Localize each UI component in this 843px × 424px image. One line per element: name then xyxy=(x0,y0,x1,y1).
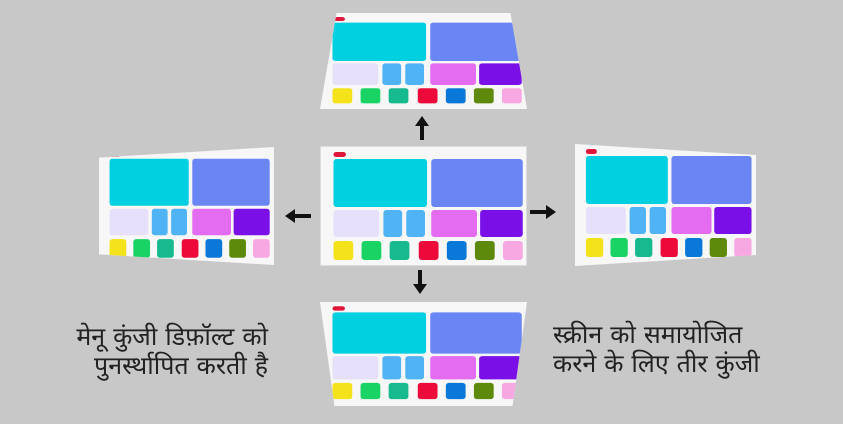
key-pink xyxy=(502,382,522,400)
key-olive xyxy=(229,239,246,258)
key-green xyxy=(133,239,151,258)
tile-pink xyxy=(430,356,476,380)
indicator-light xyxy=(332,17,345,21)
key-red xyxy=(181,239,199,258)
key-red xyxy=(418,241,439,260)
key-blue xyxy=(205,239,223,258)
indicator-light xyxy=(332,306,345,311)
arrow-right-icon xyxy=(530,205,556,219)
tile-sky-1 xyxy=(383,210,403,237)
tile-violet xyxy=(479,356,522,380)
tile-sky-2 xyxy=(405,356,424,380)
key-green xyxy=(360,88,381,104)
key-teal xyxy=(388,382,409,400)
tile-pink xyxy=(431,210,477,237)
tile-large-blue xyxy=(430,312,522,354)
key-red xyxy=(417,382,438,400)
indicator-light xyxy=(585,149,597,154)
tile-large-blue xyxy=(192,158,270,206)
tile-pink xyxy=(192,208,231,236)
key-blue xyxy=(446,241,467,260)
screen-tilt-right xyxy=(575,144,756,266)
screen-default xyxy=(320,146,527,266)
key-blue xyxy=(445,88,466,104)
tile-sky-1 xyxy=(382,63,402,85)
tile-sky-2 xyxy=(649,207,666,234)
tile-sky-1 xyxy=(382,356,402,380)
screen-content xyxy=(320,302,524,403)
key-teal xyxy=(388,88,409,104)
tile-sky-2 xyxy=(406,210,425,237)
tile-lavender xyxy=(332,356,379,380)
tile-large-cyan xyxy=(585,156,668,204)
caption-arrow-keys-line1: स्क्रीन को समायोजित xyxy=(553,320,743,349)
key-teal xyxy=(389,241,410,260)
tile-violet xyxy=(479,63,522,85)
key-olive xyxy=(473,382,494,400)
arrow-left-icon xyxy=(285,209,311,223)
tile-pink xyxy=(671,207,712,234)
tile-lavender xyxy=(332,63,379,85)
caption-arrow-keys: स्क्रीन को समायोजित करने के लिए तीर कुंज… xyxy=(553,320,793,378)
tile-large-blue xyxy=(431,159,523,207)
key-red xyxy=(417,88,438,104)
screen-tilt-left xyxy=(99,147,274,265)
tile-sky-2 xyxy=(171,208,187,236)
key-blue xyxy=(445,382,466,400)
key-blue xyxy=(685,238,703,257)
caption-arrow-keys-line2: करने के लिए तीर कुंजी xyxy=(553,349,760,378)
key-pink xyxy=(503,241,523,260)
key-yellow xyxy=(333,241,354,260)
key-green xyxy=(360,382,381,400)
tile-sky-2 xyxy=(405,63,424,85)
tile-violet xyxy=(714,207,752,234)
key-yellow xyxy=(332,88,353,104)
key-red xyxy=(660,238,678,257)
tile-lavender xyxy=(333,210,380,237)
caption-menu-key-line1: मेनू कुंजी डिफ़ॉल्ट को xyxy=(76,322,268,351)
tile-pink xyxy=(430,63,476,85)
key-yellow xyxy=(332,382,353,400)
tile-large-cyan xyxy=(333,159,428,207)
indicator-light xyxy=(333,152,346,157)
tile-lavender xyxy=(109,208,149,236)
tile-violet xyxy=(233,208,270,236)
key-olive xyxy=(473,88,494,104)
screen-content xyxy=(320,13,524,107)
key-green xyxy=(361,241,382,260)
key-green xyxy=(610,238,628,257)
key-yellow xyxy=(585,238,604,257)
key-olive xyxy=(709,238,727,257)
tile-lavender xyxy=(585,207,626,234)
caption-menu-key-line2: पुनर्स्थापित करती है xyxy=(94,351,268,380)
screen-tilt-down xyxy=(320,302,527,406)
tile-violet xyxy=(480,210,523,237)
arrow-up-icon xyxy=(415,116,429,140)
key-pink xyxy=(502,88,522,104)
screen-content xyxy=(321,147,525,265)
indicator-light xyxy=(109,151,121,157)
tile-sky-1 xyxy=(151,208,168,236)
screen-content xyxy=(99,147,271,263)
tile-large-blue xyxy=(671,156,752,204)
tile-large-cyan xyxy=(332,22,427,62)
tile-large-blue xyxy=(430,22,522,62)
tile-large-cyan xyxy=(332,312,427,354)
tile-large-cyan xyxy=(109,158,189,206)
tile-sky-1 xyxy=(629,207,646,234)
key-yellow xyxy=(109,239,127,258)
key-teal xyxy=(157,239,174,258)
screen-tilt-up xyxy=(320,13,527,109)
screen-content xyxy=(575,144,753,262)
caption-menu-key: मेनू कुंजी डिफ़ॉल्ट को पुनर्स्थापित करती… xyxy=(36,322,268,380)
key-pink xyxy=(253,239,270,258)
key-teal xyxy=(635,238,653,257)
key-olive xyxy=(474,241,495,260)
arrow-down-icon xyxy=(413,270,427,294)
key-pink xyxy=(734,238,752,257)
